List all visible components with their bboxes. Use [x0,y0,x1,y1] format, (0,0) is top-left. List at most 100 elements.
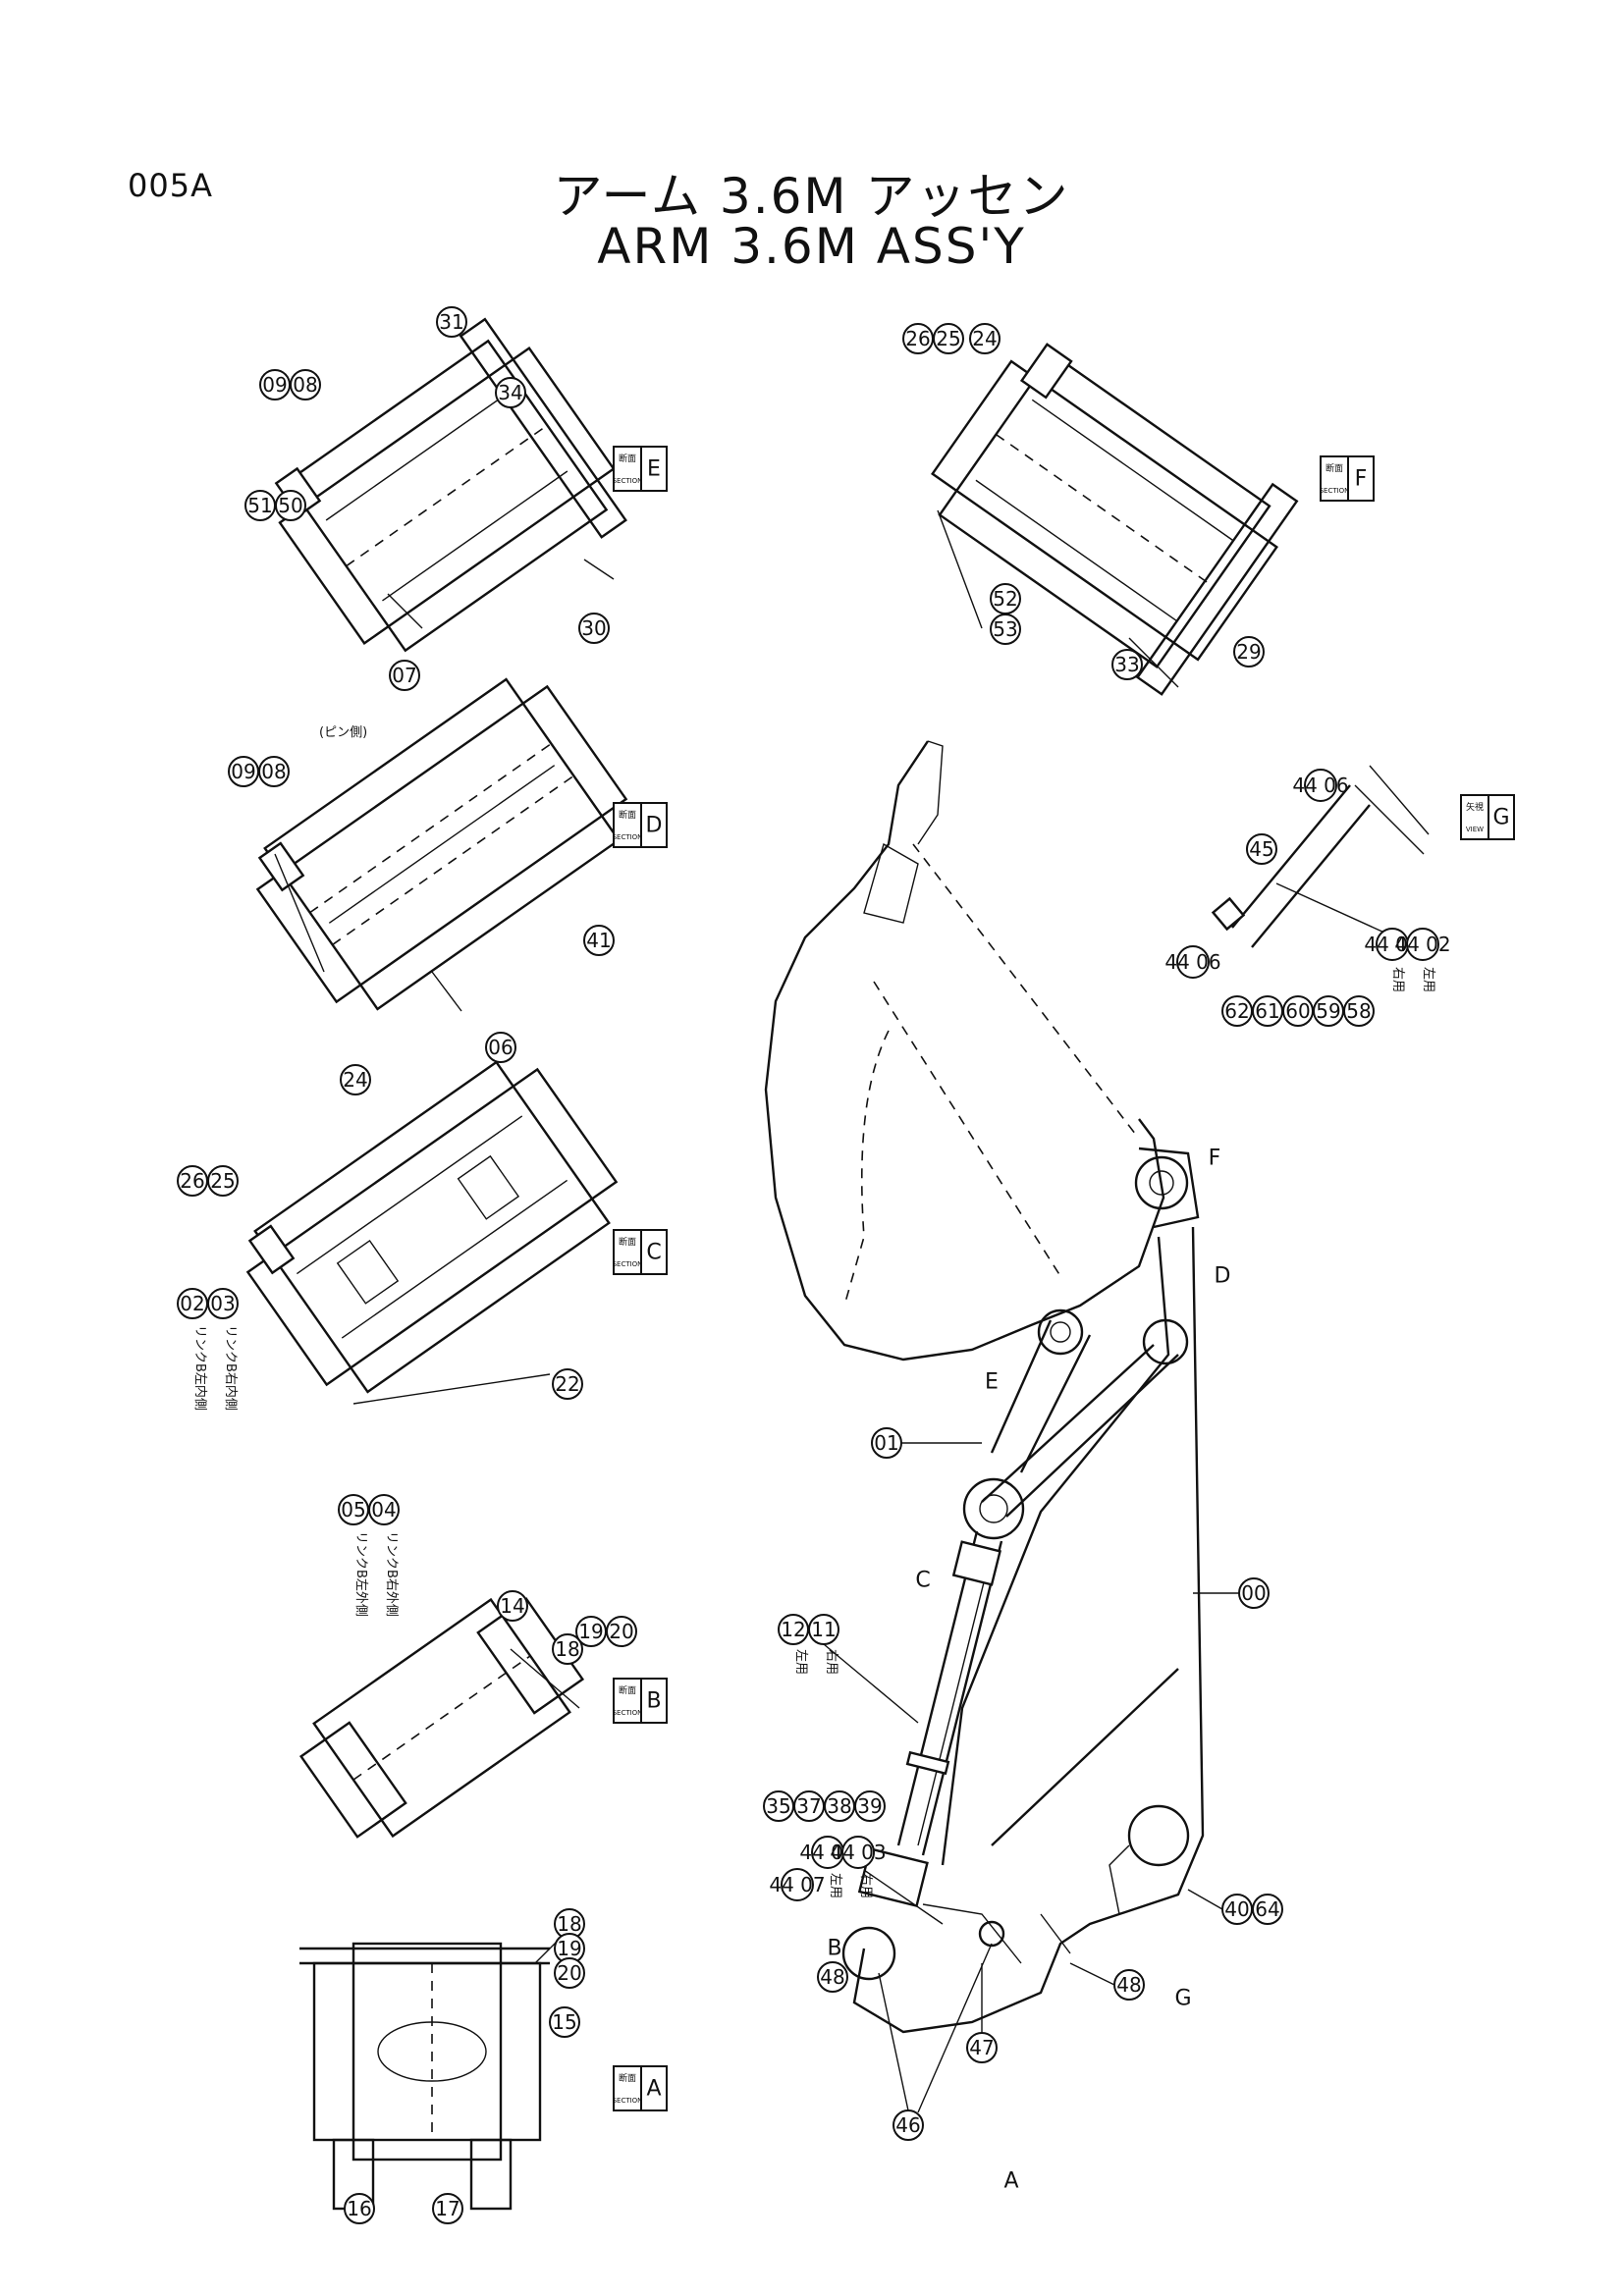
section-a-label: 断面 SECTION A [613,2065,668,2111]
view-arrow-b: B [827,1937,841,1961]
svg-text:18: 18 [555,1637,579,1661]
callout-45: 45 [1246,833,1277,865]
svg-text:16: 16 [347,2197,371,2220]
section-d-label: 断面 SECTION D [613,802,668,848]
section-c-label: 断面 SECTION C [613,1229,668,1275]
svg-text:47: 47 [969,2036,994,2059]
callout-64: 64 [1252,1894,1283,1925]
svg-text:60: 60 [1285,999,1310,1023]
callout-24-c: 24 [340,1064,371,1095]
svg-text:08: 08 [261,760,286,783]
svg-text:B: B [646,1689,661,1714]
svg-text:20: 20 [609,1620,633,1643]
callout-33: 33 [1111,649,1143,680]
callout-25-f: 25 [933,323,964,354]
svg-text:SECTION: SECTION [613,1709,643,1717]
svg-text:46: 46 [895,2113,920,2137]
callout-46: 46 [893,2109,924,2141]
callout-11: 11 [808,1614,839,1645]
svg-text:34: 34 [498,381,522,404]
svg-text:断面: 断面 [619,1236,636,1248]
title-english: ARM 3.6M ASS'Y [597,218,1026,275]
callout-53: 53 [990,614,1021,645]
svg-text:14: 14 [500,1594,524,1618]
view-arrow-f: F [1209,1147,1221,1171]
svg-text:07: 07 [392,664,416,687]
callout-09-d: 09 [228,756,259,787]
svg-text:24: 24 [343,1068,367,1092]
svg-text:SECTION: SECTION [613,833,643,841]
note-link-b-right-outer: リンクB右外側 [384,1531,399,1617]
svg-text:04: 04 [371,1498,396,1522]
svg-text:48: 48 [820,1965,844,1989]
callout-51: 51 [244,490,276,521]
section-e-drawing [274,317,627,653]
svg-text:SECTION: SECTION [613,2097,643,2105]
callout-12: 12 [778,1614,809,1645]
callout-48-left: 48 [817,1961,848,1993]
svg-text:断面: 断面 [619,453,636,464]
callout-08-d: 08 [258,756,290,787]
callout-47: 47 [966,2032,998,2063]
svg-text:29: 29 [1236,640,1261,664]
callout-26-c: 26 [177,1165,208,1197]
callout-39: 39 [854,1790,886,1822]
svg-text:40: 40 [1224,1897,1249,1921]
svg-text:17: 17 [435,2197,460,2220]
callout-52: 52 [990,583,1021,614]
view-g-label: 矢視 VIEW G [1460,794,1515,840]
svg-text:51: 51 [247,494,272,517]
note-link-b-left-outer: リンクB左外側 [353,1531,368,1617]
callout-59: 59 [1313,995,1344,1027]
callout-04: 04 [368,1494,400,1525]
note-right-use-4403: 右用 [858,1873,873,1898]
svg-text:24: 24 [972,327,997,350]
svg-text:22: 22 [555,1372,579,1396]
callout-20-b: 20 [606,1616,637,1647]
svg-text:11: 11 [811,1618,836,1641]
callout-17: 17 [432,2193,463,2224]
svg-text:05: 05 [341,1498,365,1522]
callout-48-right: 48 [1113,1969,1145,2001]
view-arrow-g: G [1174,1987,1191,2011]
callout-02: 02 [177,1288,208,1319]
svg-text:18: 18 [557,1912,581,1936]
svg-text:01: 01 [874,1431,898,1455]
svg-text:37: 37 [796,1794,821,1818]
svg-text:03: 03 [210,1292,235,1315]
svg-text:30: 30 [581,616,606,640]
callout-44-07: 44 07 [769,1868,826,1901]
note-left-use-4404: 左用 [828,1873,842,1898]
callout-26-f: 26 [902,323,934,354]
callout-22: 22 [552,1368,583,1400]
svg-text:64: 64 [1255,1897,1279,1921]
svg-text:59: 59 [1316,999,1340,1023]
svg-text:50: 50 [278,494,302,517]
callout-03: 03 [207,1288,239,1319]
svg-text:SECTION: SECTION [1320,487,1350,495]
svg-text:D: D [646,814,663,838]
callout-35: 35 [763,1790,794,1822]
svg-text:41: 41 [586,929,611,952]
note-left-use-12: 左用 [793,1649,808,1675]
callout-37: 37 [793,1790,825,1822]
callout-05: 05 [338,1494,369,1525]
callout-19-b: 19 [575,1616,607,1647]
svg-text:35: 35 [766,1794,790,1818]
svg-text:断面: 断面 [619,2072,636,2084]
section-d-drawing [255,677,628,1012]
svg-text:06: 06 [488,1036,513,1059]
svg-text:断面: 断面 [1325,462,1343,474]
svg-text:02: 02 [180,1292,204,1315]
note-right-use-11: 右用 [824,1649,839,1675]
section-c-drawing [245,1060,619,1405]
svg-text:矢視: 矢視 [1466,801,1484,813]
callout-15: 15 [549,2006,580,2038]
section-b-label: 断面 SECTION B [613,1678,668,1724]
callout-60: 60 [1282,995,1314,1027]
svg-text:G: G [1492,806,1509,830]
svg-text:断面: 断面 [619,1684,636,1696]
callout-24-f: 24 [969,323,1001,354]
callout-44-06-left: 44 06 [1164,945,1221,979]
